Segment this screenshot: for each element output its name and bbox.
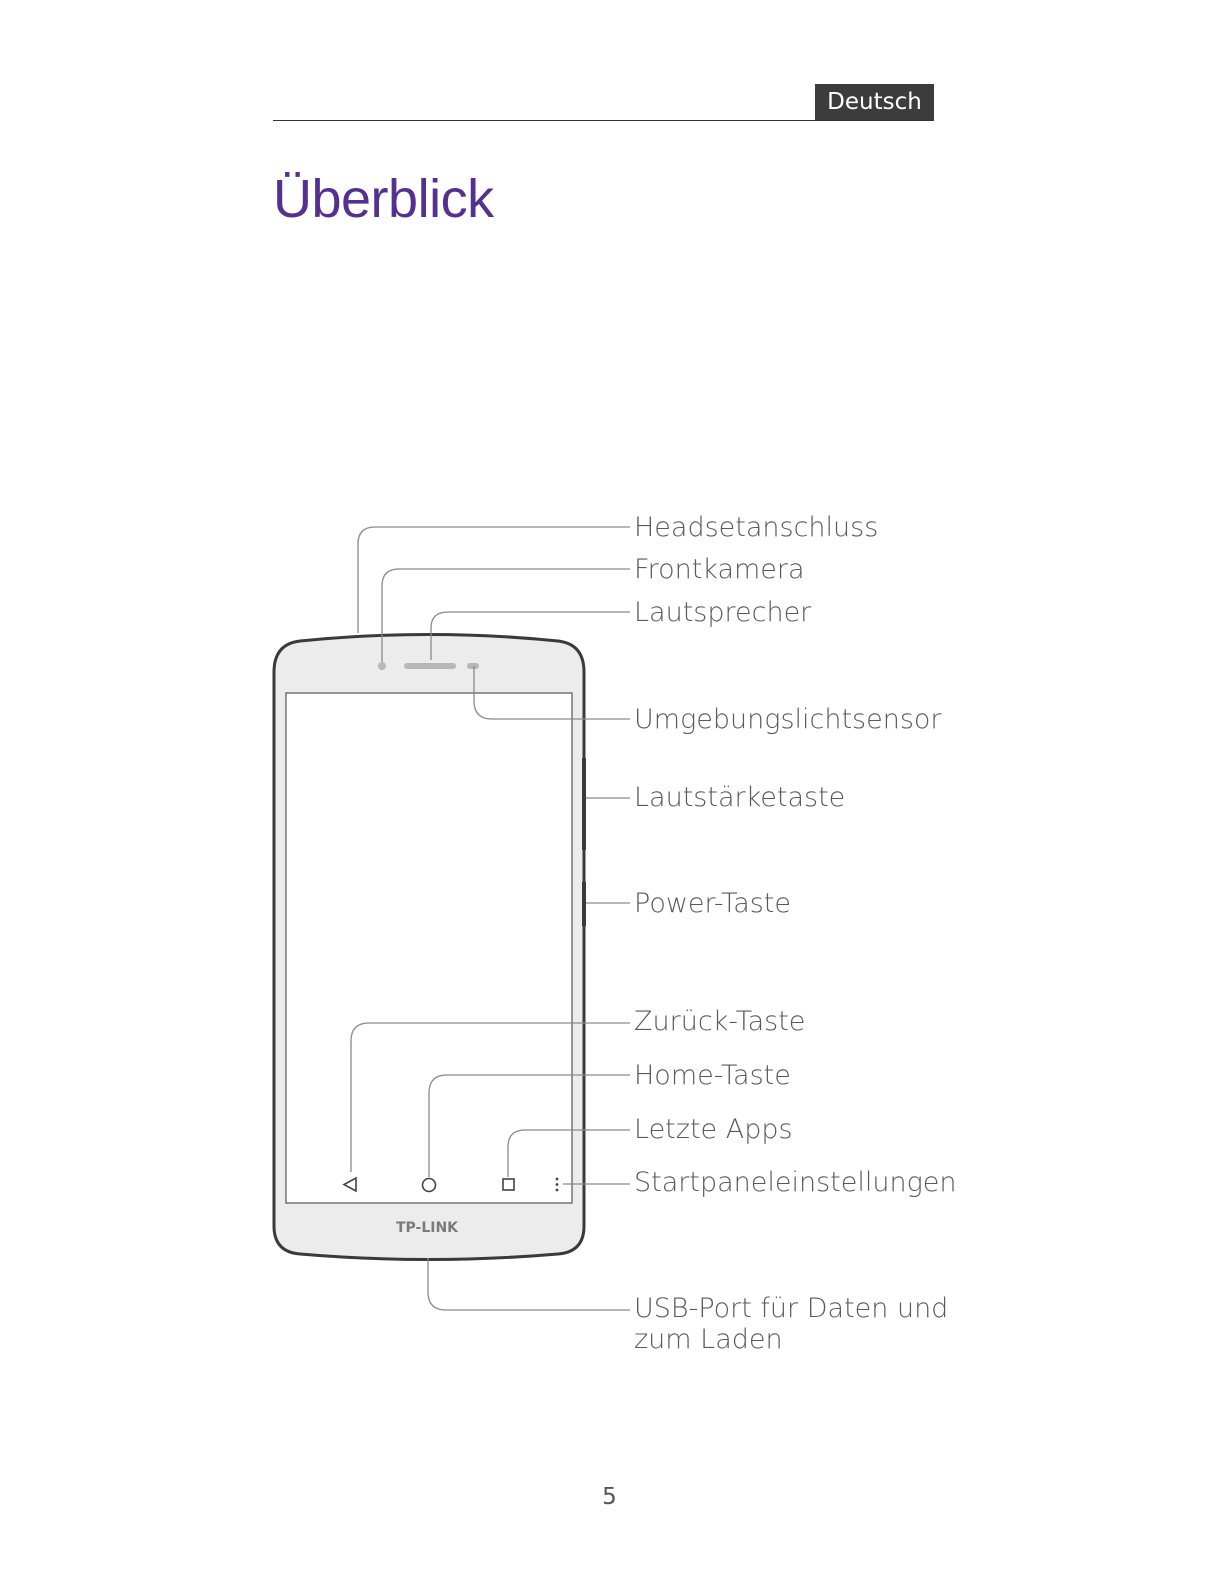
label-usb-line2: zum Laden [634, 1324, 783, 1355]
brand-logo: TP-LINK [396, 1220, 459, 1236]
menu-dots-icon [556, 1178, 559, 1192]
leader-headset [358, 527, 630, 633]
page-number: 5 [0, 1484, 1219, 1510]
light-sensor [467, 663, 479, 669]
label-back: Zurück-Taste [634, 1006, 805, 1037]
label-front-camera: Frontkamera [634, 554, 805, 585]
label-power: Power-Taste [634, 888, 791, 919]
power-button [582, 882, 586, 926]
label-home-settings: Startpaneleinstellungen [634, 1167, 957, 1198]
label-volume: Lautstärketaste [634, 782, 845, 813]
volume-button [582, 758, 586, 850]
label-headset: Headsetanschluss [634, 512, 878, 543]
label-usb-line1: USB-Port für Daten und [634, 1293, 948, 1324]
label-home: Home-Taste [634, 1060, 791, 1091]
front-camera [378, 662, 386, 670]
label-speaker: Lautsprecher [634, 597, 811, 628]
earpiece-speaker [404, 663, 456, 669]
label-ambient-light: Umgebungslichtsensor [634, 704, 942, 735]
label-recent-apps: Letzte Apps [634, 1114, 793, 1145]
leader-usb [428, 1258, 630, 1310]
